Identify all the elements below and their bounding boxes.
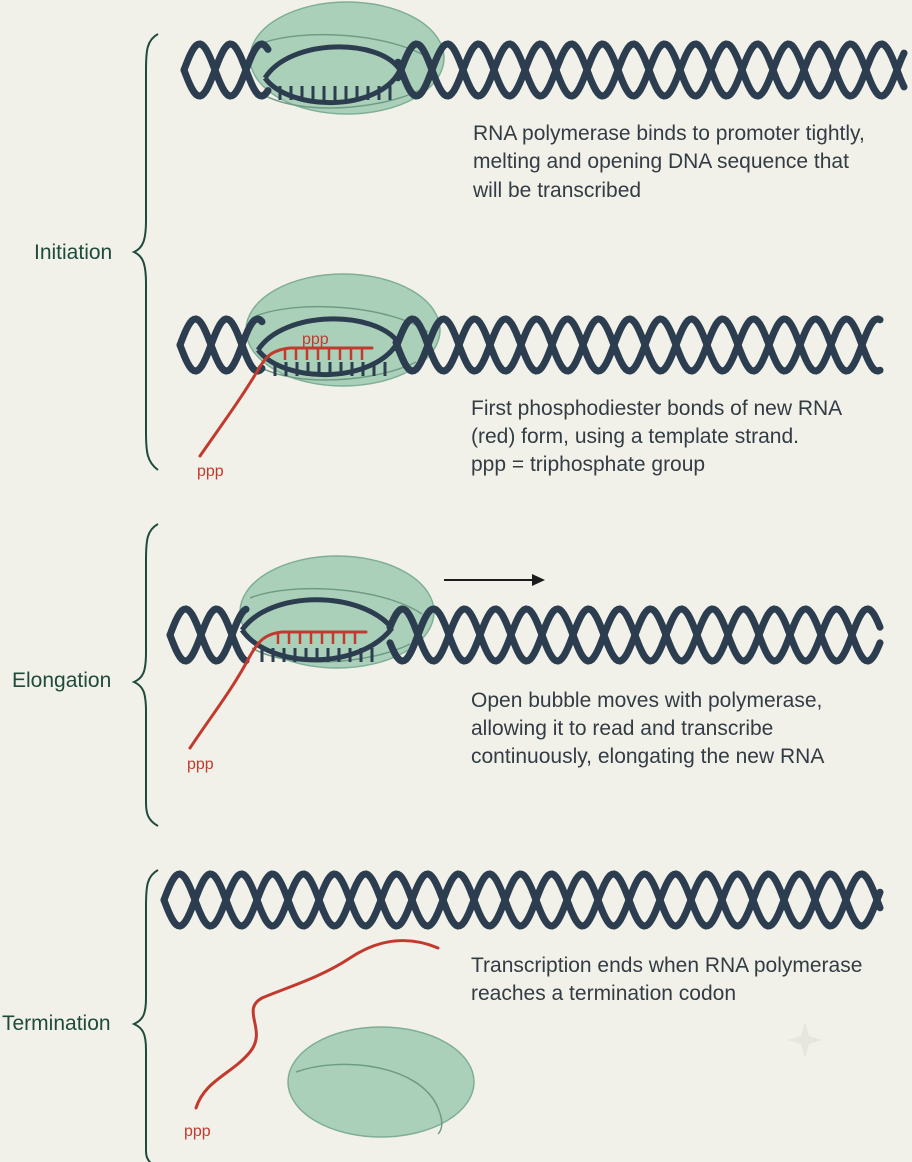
- initiation-brace: [131, 33, 159, 471]
- termination-brace: [131, 869, 159, 1162]
- svg-text:continuously, elongating the n: continuously, elongating the new RNA: [471, 745, 824, 768]
- dna-double-helix: [180, 40, 908, 100]
- rna-strand: [188, 630, 368, 750]
- template-bases: [260, 648, 374, 662]
- dna-double-helix: [160, 870, 884, 930]
- svg-text:allowing it to read and transc: allowing it to read and transcribe: [471, 717, 773, 740]
- svg-text:RNA polymerase binds to promot: RNA polymerase binds to promoter tightly…: [473, 122, 865, 145]
- ppp-label-end: ppp: [187, 756, 214, 773]
- dna-strand: [160, 870, 884, 930]
- elongation-label: Elongation: [12, 669, 111, 692]
- svg-text:melting and opening DNA sequen: melting and opening DNA sequence that: [473, 150, 849, 173]
- ppp-label-inside: ppp: [302, 331, 329, 348]
- dna-double-helix: [166, 605, 884, 665]
- ppp-label-end: ppp: [184, 1123, 211, 1140]
- dna-bubble-bottom: [262, 68, 403, 105]
- step2-illustration: ppp ppp: [176, 273, 884, 480]
- svg-text:will be transcribed: will be transcribed: [472, 179, 641, 202]
- ppp-label-end: ppp: [197, 463, 224, 480]
- svg-text:First phosphodiester bonds of: First phosphodiester bonds of new RNA: [471, 397, 842, 420]
- dna-bubble-top: [255, 316, 400, 352]
- step3-illustration: ppp: [166, 555, 884, 773]
- dna-strand: [180, 40, 908, 100]
- step2-caption: First phosphodiester bonds of new RNA (r…: [471, 397, 842, 476]
- step3-caption: Open bubble moves with polymerase, allow…: [471, 689, 824, 768]
- dna-strand: [176, 315, 884, 375]
- released-rna: [194, 939, 440, 1110]
- svg-text:reaches a termination codon: reaches a termination codon: [471, 982, 736, 1005]
- svg-text:Open bubble moves with polymer: Open bubble moves with polymerase,: [471, 689, 822, 712]
- svg-text:Transcription ends when RNA po: Transcription ends when RNA polymerase: [471, 954, 862, 977]
- step4-illustration: ppp: [160, 870, 884, 1140]
- step1-caption: RNA polymerase binds to promoter tightly…: [472, 122, 865, 202]
- dna-strand: [160, 870, 884, 930]
- dna-double-helix: [176, 315, 884, 375]
- rna-strand: [198, 346, 374, 458]
- dna-strand: [166, 605, 884, 665]
- elongation-brace: [131, 523, 159, 827]
- template-bases: [278, 86, 392, 100]
- sparkle-icon: [788, 1022, 822, 1058]
- rna-bases: [276, 632, 357, 644]
- dna-strand: [180, 40, 908, 100]
- svg-text:(red) form, using a template s: (red) form, using a template strand.: [471, 425, 799, 448]
- svg-text:ppp = triphosphate group: ppp = triphosphate group: [471, 453, 705, 476]
- released-rna-polymerase: [287, 1026, 475, 1138]
- initiation-label: Initiation: [34, 241, 112, 264]
- template-bases: [273, 362, 387, 376]
- step1-illustration: [180, 1, 908, 115]
- dna-bubble-top: [262, 44, 403, 80]
- arrow-head-icon: [532, 574, 545, 586]
- step4-caption: Transcription ends when RNA polymerase r…: [471, 954, 862, 1005]
- termination-label: Termination: [2, 1012, 111, 1035]
- rna-bases: [283, 348, 364, 360]
- dna-bubble-top: [239, 597, 394, 632]
